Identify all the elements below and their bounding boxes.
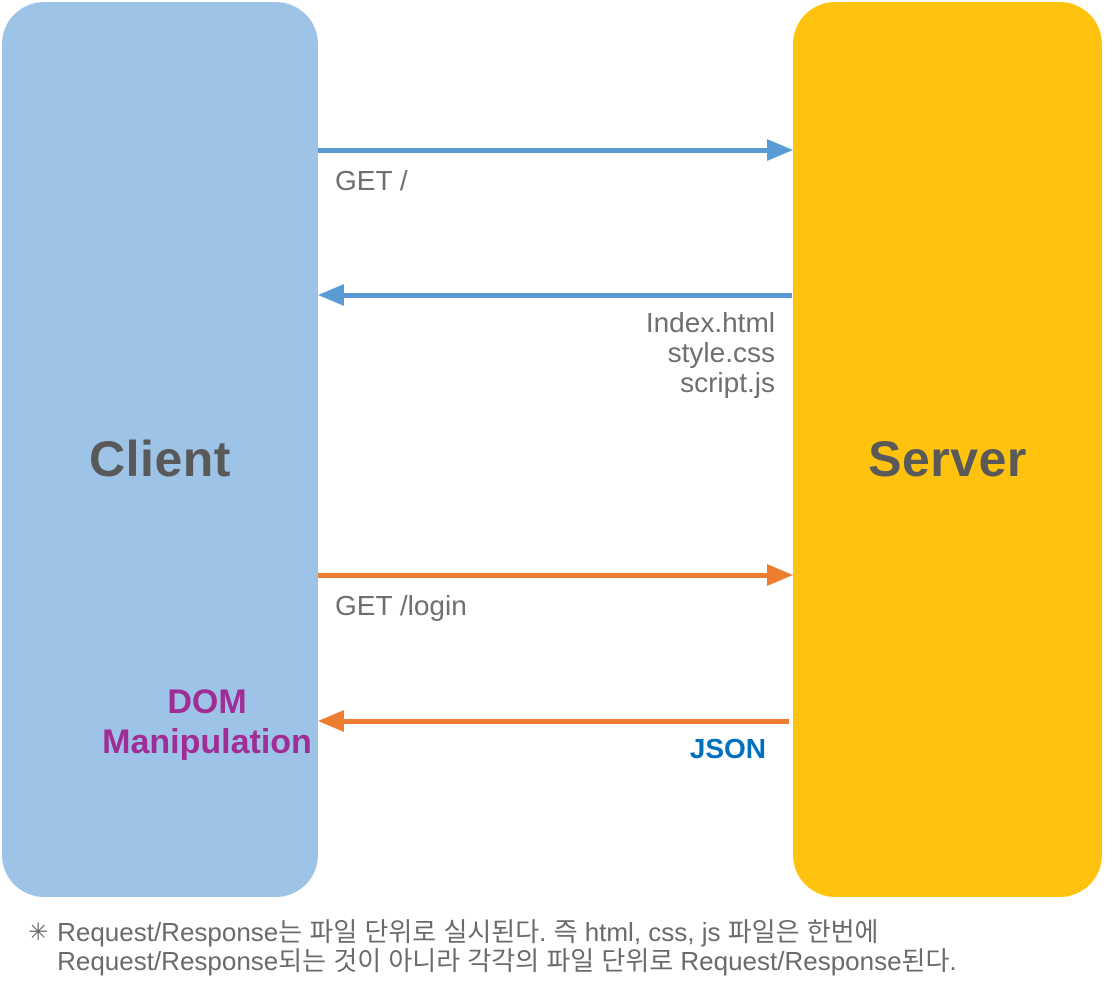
dom-manipulation-line1: DOM (167, 683, 247, 721)
request-root-arrow-shaft (318, 148, 770, 153)
right-arrowhead-icon (767, 139, 793, 161)
server-box: Server (793, 2, 1102, 897)
left-arrowhead-icon (318, 710, 344, 732)
response-json-label: JSON (689, 733, 766, 764)
footnote: ✳ Request/Response는 파일 단위로 실시된다. 즉 html,… (28, 918, 957, 976)
server-label: Server (868, 431, 1027, 487)
response-files-arrow-shaft (343, 293, 792, 298)
dom-manipulation-label: DOM Manipulation (100, 682, 314, 762)
response-file-style-css: style.css (667, 337, 775, 368)
request-login-arrow-shaft (318, 573, 770, 578)
left-arrowhead-icon (318, 284, 344, 306)
footnote-line2: Request/Response되는 것이 아니라 각각의 파일 단위로 Req… (57, 946, 957, 976)
response-json-arrow-shaft (343, 719, 789, 724)
asterisk-icon: ✳ (28, 919, 49, 946)
client-box: Client DOM Manipulation (2, 2, 318, 897)
response-file-script-js: script.js (680, 367, 775, 398)
dom-manipulation-line2: Manipulation (102, 723, 312, 761)
right-arrowhead-icon (767, 564, 793, 586)
request-login-label: GET /login (335, 590, 467, 621)
footnote-line1: Request/Response는 파일 단위로 실시된다. 즉 html, c… (57, 917, 879, 947)
client-label: Client (89, 431, 231, 487)
footnote-text: Request/Response는 파일 단위로 실시된다. 즉 html, c… (57, 918, 957, 976)
response-file-index-html: Index.html (645, 307, 775, 338)
request-root-label: GET / (335, 165, 408, 196)
response-files-label: Index.html style.css script.js (646, 308, 775, 398)
